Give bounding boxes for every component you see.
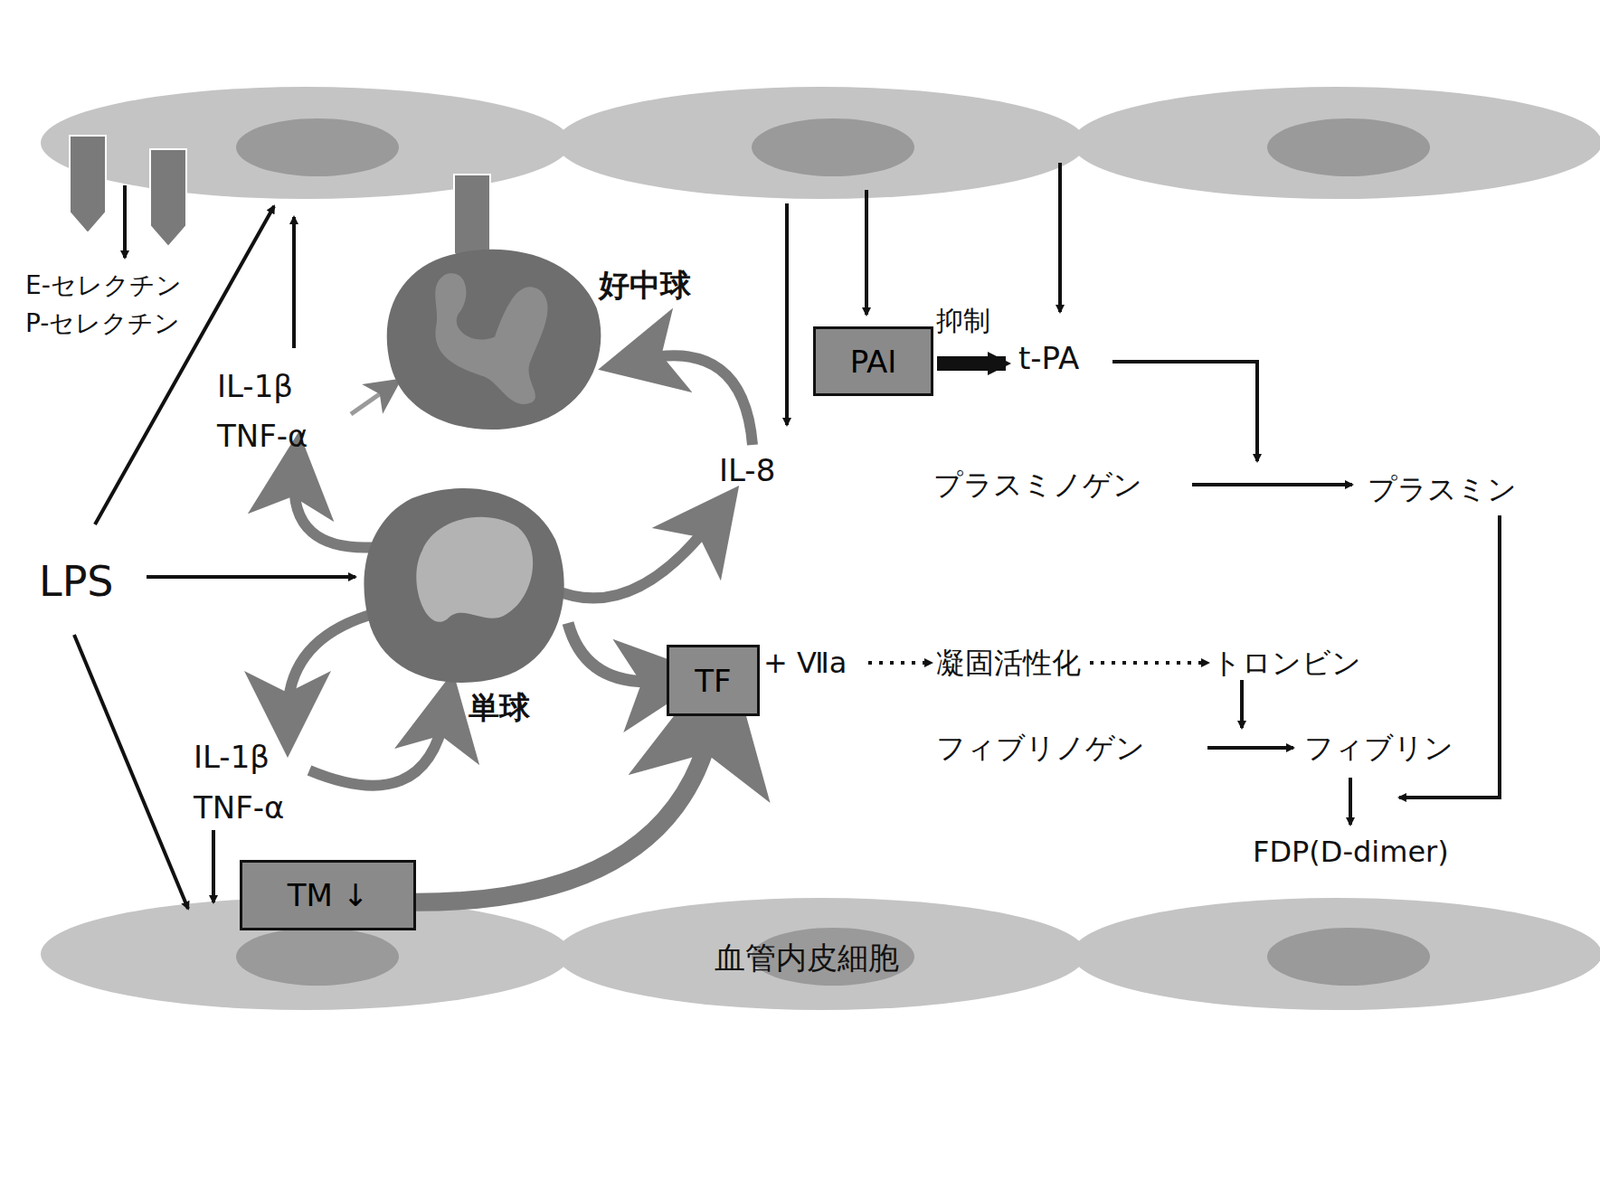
text-label: TNF-α <box>217 418 308 455</box>
text-label: LPS <box>38 558 114 606</box>
text-label: IL-1β <box>193 739 270 776</box>
curved-arrow <box>416 718 714 903</box>
box-label: TF <box>694 662 731 700</box>
text-label: 血管内皮細胞 <box>714 940 900 976</box>
cell-label: 好中球 <box>598 265 692 307</box>
box-label: TM ↓ <box>287 877 369 914</box>
text-label: t-PA <box>1018 340 1080 377</box>
process-box: TF <box>666 644 760 717</box>
black-arrows <box>74 162 1500 909</box>
process-box: TM ↓ <box>239 860 417 931</box>
grey-chevrons <box>69 135 491 275</box>
text-label: + Ⅶa <box>763 646 847 681</box>
text-label: IL-1β <box>217 369 294 405</box>
text-label: プラスミン <box>1367 473 1517 507</box>
text-label: フィブリノゲン <box>936 731 1146 766</box>
process-box: PAI <box>813 326 934 397</box>
endothelial-cells <box>40 86 1600 1011</box>
curved-arrow <box>568 623 665 682</box>
neutrophil-shape <box>381 239 608 435</box>
text-label: プラスミノゲン <box>933 468 1143 502</box>
text-label: E-セレクチン <box>25 271 182 301</box>
monocyte-shape <box>359 477 569 686</box>
text-label: TNF-α <box>193 790 285 826</box>
text-label: 凝固活性化 <box>936 646 1081 681</box>
text-label: P-セレクチン <box>25 309 180 339</box>
text-label: IL-8 <box>719 453 776 489</box>
text-label: トロンビン <box>1211 646 1362 681</box>
grey-small-arrow <box>350 388 388 415</box>
text-label: FDP(D-dimer) <box>1252 835 1449 870</box>
cell-shape: 好中球 <box>381 239 608 435</box>
cell-label: 単球 <box>468 687 531 729</box>
text-label: フィブリン <box>1304 731 1454 766</box>
box-label: PAI <box>850 343 898 380</box>
cell-shape: 単球 <box>359 477 569 686</box>
inhibit-arrow <box>937 356 1006 371</box>
text-label: 抑制 <box>936 305 991 338</box>
